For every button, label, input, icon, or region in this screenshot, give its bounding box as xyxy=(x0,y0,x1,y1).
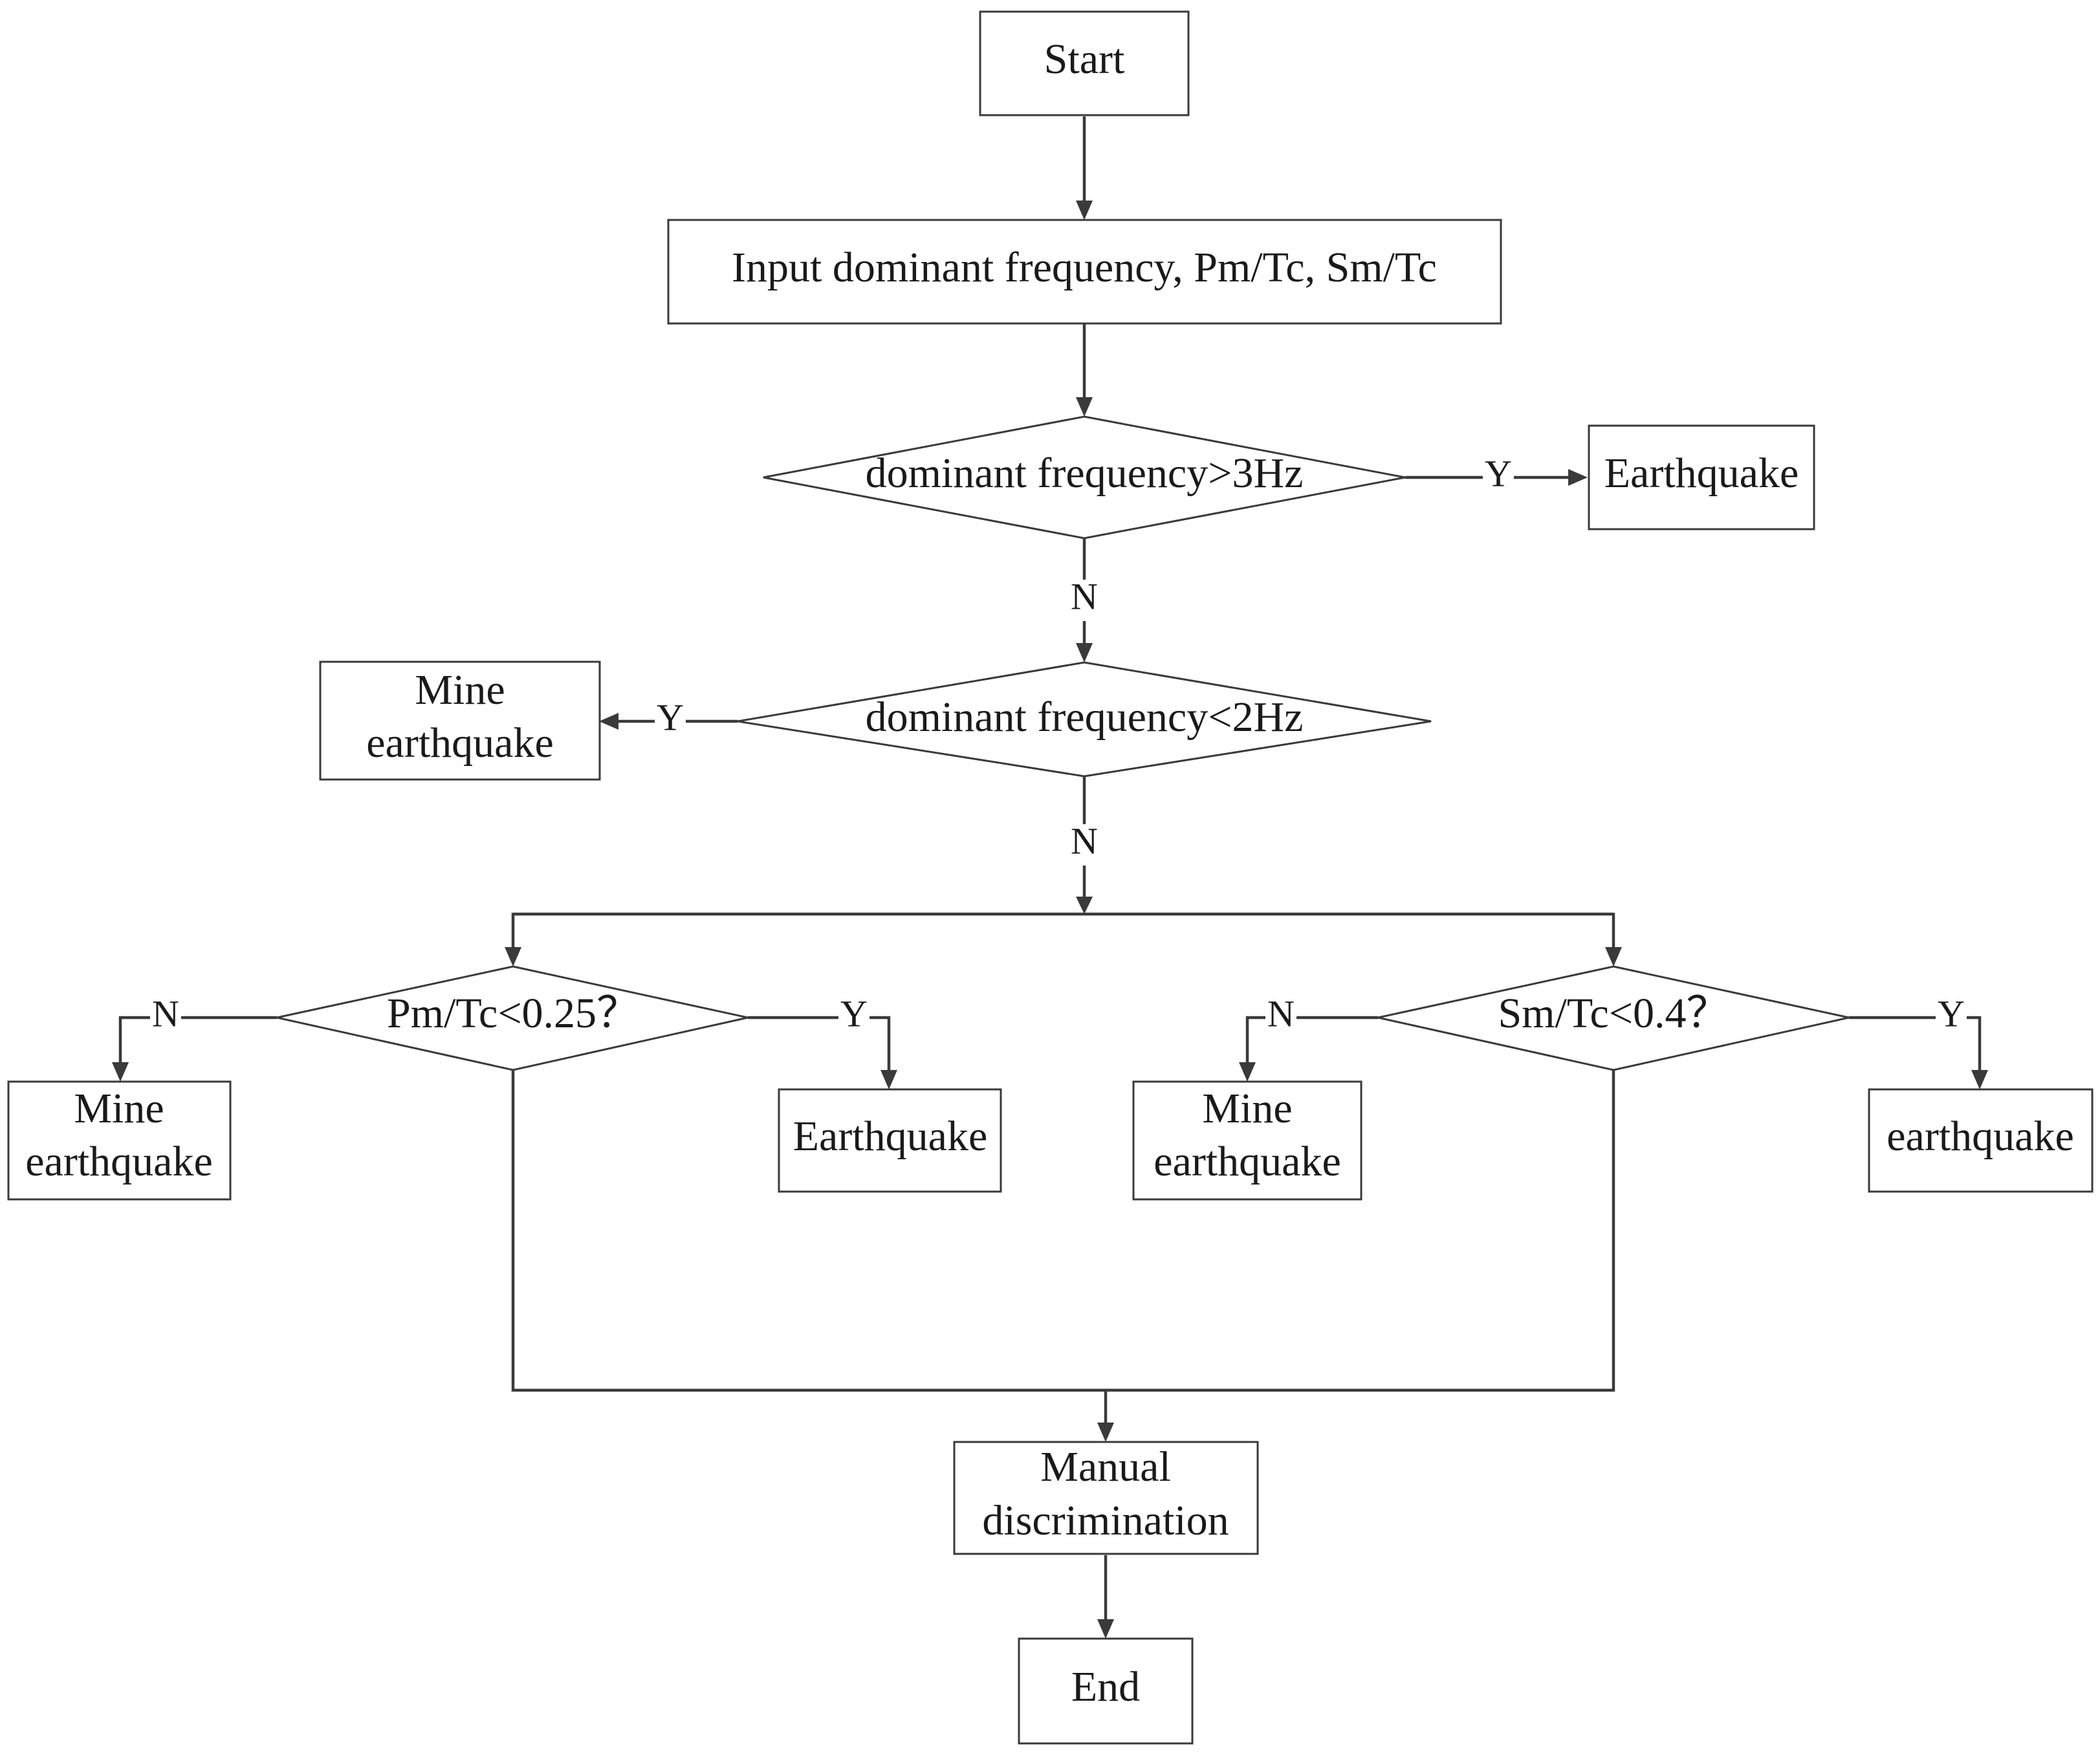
decision-pm-label: Pm/Tc<0.25？ xyxy=(387,990,639,1037)
arrowhead-earthquake-right xyxy=(1971,1070,1988,1089)
node-manual: Manual discrimination xyxy=(953,1441,1259,1555)
mine-right-box xyxy=(1132,1080,1362,1201)
start-box xyxy=(979,10,1190,116)
arrowhead-sm xyxy=(1605,947,1622,966)
mine-right-line2: earthquake xyxy=(1154,1138,1341,1185)
mine-left-box xyxy=(7,1080,232,1201)
mine-left-line2: earthquake xyxy=(25,1138,213,1185)
label-lt2-no: N xyxy=(1071,820,1098,862)
arrowhead-mine-top xyxy=(599,713,618,730)
start-label: Start xyxy=(1044,36,1125,83)
decision-sm-label: Sm/Tc<0.4？ xyxy=(1498,990,1729,1037)
node-end: End xyxy=(1018,1637,1194,1745)
edges xyxy=(118,116,1982,1622)
node-decision-gt3: dominant frequency>3Hz xyxy=(763,415,1406,540)
manual-line2: discrimination xyxy=(982,1497,1229,1544)
edge-pm-no-to-mine xyxy=(118,1016,277,1066)
node-decision-sm: Sm/Tc<0.4？ xyxy=(1377,965,1850,1071)
label-pm-yes: Y xyxy=(840,992,868,1034)
arrowhead-pm xyxy=(505,947,521,966)
node-decision-pm: Pm/Tc<0.25？ xyxy=(276,965,749,1071)
earthquake-top-box xyxy=(1588,424,1815,530)
node-earthquake-left: Earthquake xyxy=(778,1088,1002,1193)
mine-top-box xyxy=(319,660,601,781)
earthquake-right-box xyxy=(1868,1088,2094,1193)
arrowhead-mine-right xyxy=(1239,1062,1256,1082)
node-earthquake-top: Earthquake xyxy=(1588,424,1815,530)
end-label: End xyxy=(1071,1663,1140,1710)
manual-box xyxy=(953,1441,1259,1555)
edge-pm-to-merge xyxy=(511,1070,1615,1392)
earthquake-top-label: Earthquake xyxy=(1604,450,1799,497)
mine-right-line1: Mine xyxy=(1202,1085,1292,1132)
earthquake-left-box xyxy=(778,1088,1002,1193)
node-mine-top: Mine earthquake xyxy=(319,660,601,781)
decision-gt3-diamond xyxy=(763,415,1406,540)
arrowhead-manual xyxy=(1097,1423,1114,1442)
node-mine-right: Mine earthquake xyxy=(1132,1080,1362,1201)
decision-sm-diamond xyxy=(1377,965,1850,1071)
input-box xyxy=(667,219,1502,325)
decision-lt2-label: dominant frequency<2Hz xyxy=(866,693,1304,741)
label-gt3-yes: Y xyxy=(1485,452,1512,494)
label-gt3-no: N xyxy=(1071,575,1098,617)
edge-sm-no-to-mine xyxy=(1245,1016,1378,1066)
arrowhead-input xyxy=(1076,201,1093,220)
arrowhead-end xyxy=(1097,1619,1114,1639)
manual-line1: Manual xyxy=(1040,1443,1171,1490)
node-start: Start xyxy=(979,10,1190,116)
edge-sm-yes-to-earthquake xyxy=(1849,1016,1982,1074)
mine-top-line1: Mine xyxy=(415,666,505,714)
arrowhead-earthquake-left xyxy=(880,1070,897,1089)
earthquake-left-label: Earthquake xyxy=(793,1113,988,1160)
edge-labels: Y N Y N N Y N Y xyxy=(150,452,1967,1038)
arrowhead-earthquake-top xyxy=(1568,469,1588,486)
label-sm-yes: Y xyxy=(1938,992,1965,1034)
mine-left-line1: Mine xyxy=(74,1085,164,1132)
arrowhead-split xyxy=(1076,897,1093,914)
arrowhead-lt2 xyxy=(1076,643,1093,662)
decision-lt2-diamond xyxy=(737,661,1432,778)
input-label: Input dominant frequency, Pm/Tc, Sm/Tc xyxy=(732,244,1437,291)
mine-top-line2: earthquake xyxy=(366,719,554,767)
node-decision-lt2: dominant frequency<2Hz xyxy=(737,661,1432,778)
earthquake-right-label: earthquake xyxy=(1887,1113,2074,1160)
decision-gt3-label: dominant frequency>3Hz xyxy=(866,450,1304,497)
node-earthquake-right: earthquake xyxy=(1868,1088,2094,1193)
label-pm-no: N xyxy=(152,992,179,1034)
decision-pm-diamond xyxy=(276,965,749,1071)
label-sm-no: N xyxy=(1267,992,1295,1034)
edge-pm-yes-to-earthquake xyxy=(748,1016,891,1074)
arrowhead-gt3 xyxy=(1076,397,1093,417)
node-input: Input dominant frequency, Pm/Tc, Sm/Tc xyxy=(667,219,1502,325)
arrowheads xyxy=(112,201,1988,1639)
label-lt2-yes: Y xyxy=(657,696,684,738)
arrowhead-mine-left xyxy=(112,1062,129,1082)
end-box xyxy=(1018,1637,1194,1745)
node-mine-left: Mine earthquake xyxy=(7,1080,232,1201)
